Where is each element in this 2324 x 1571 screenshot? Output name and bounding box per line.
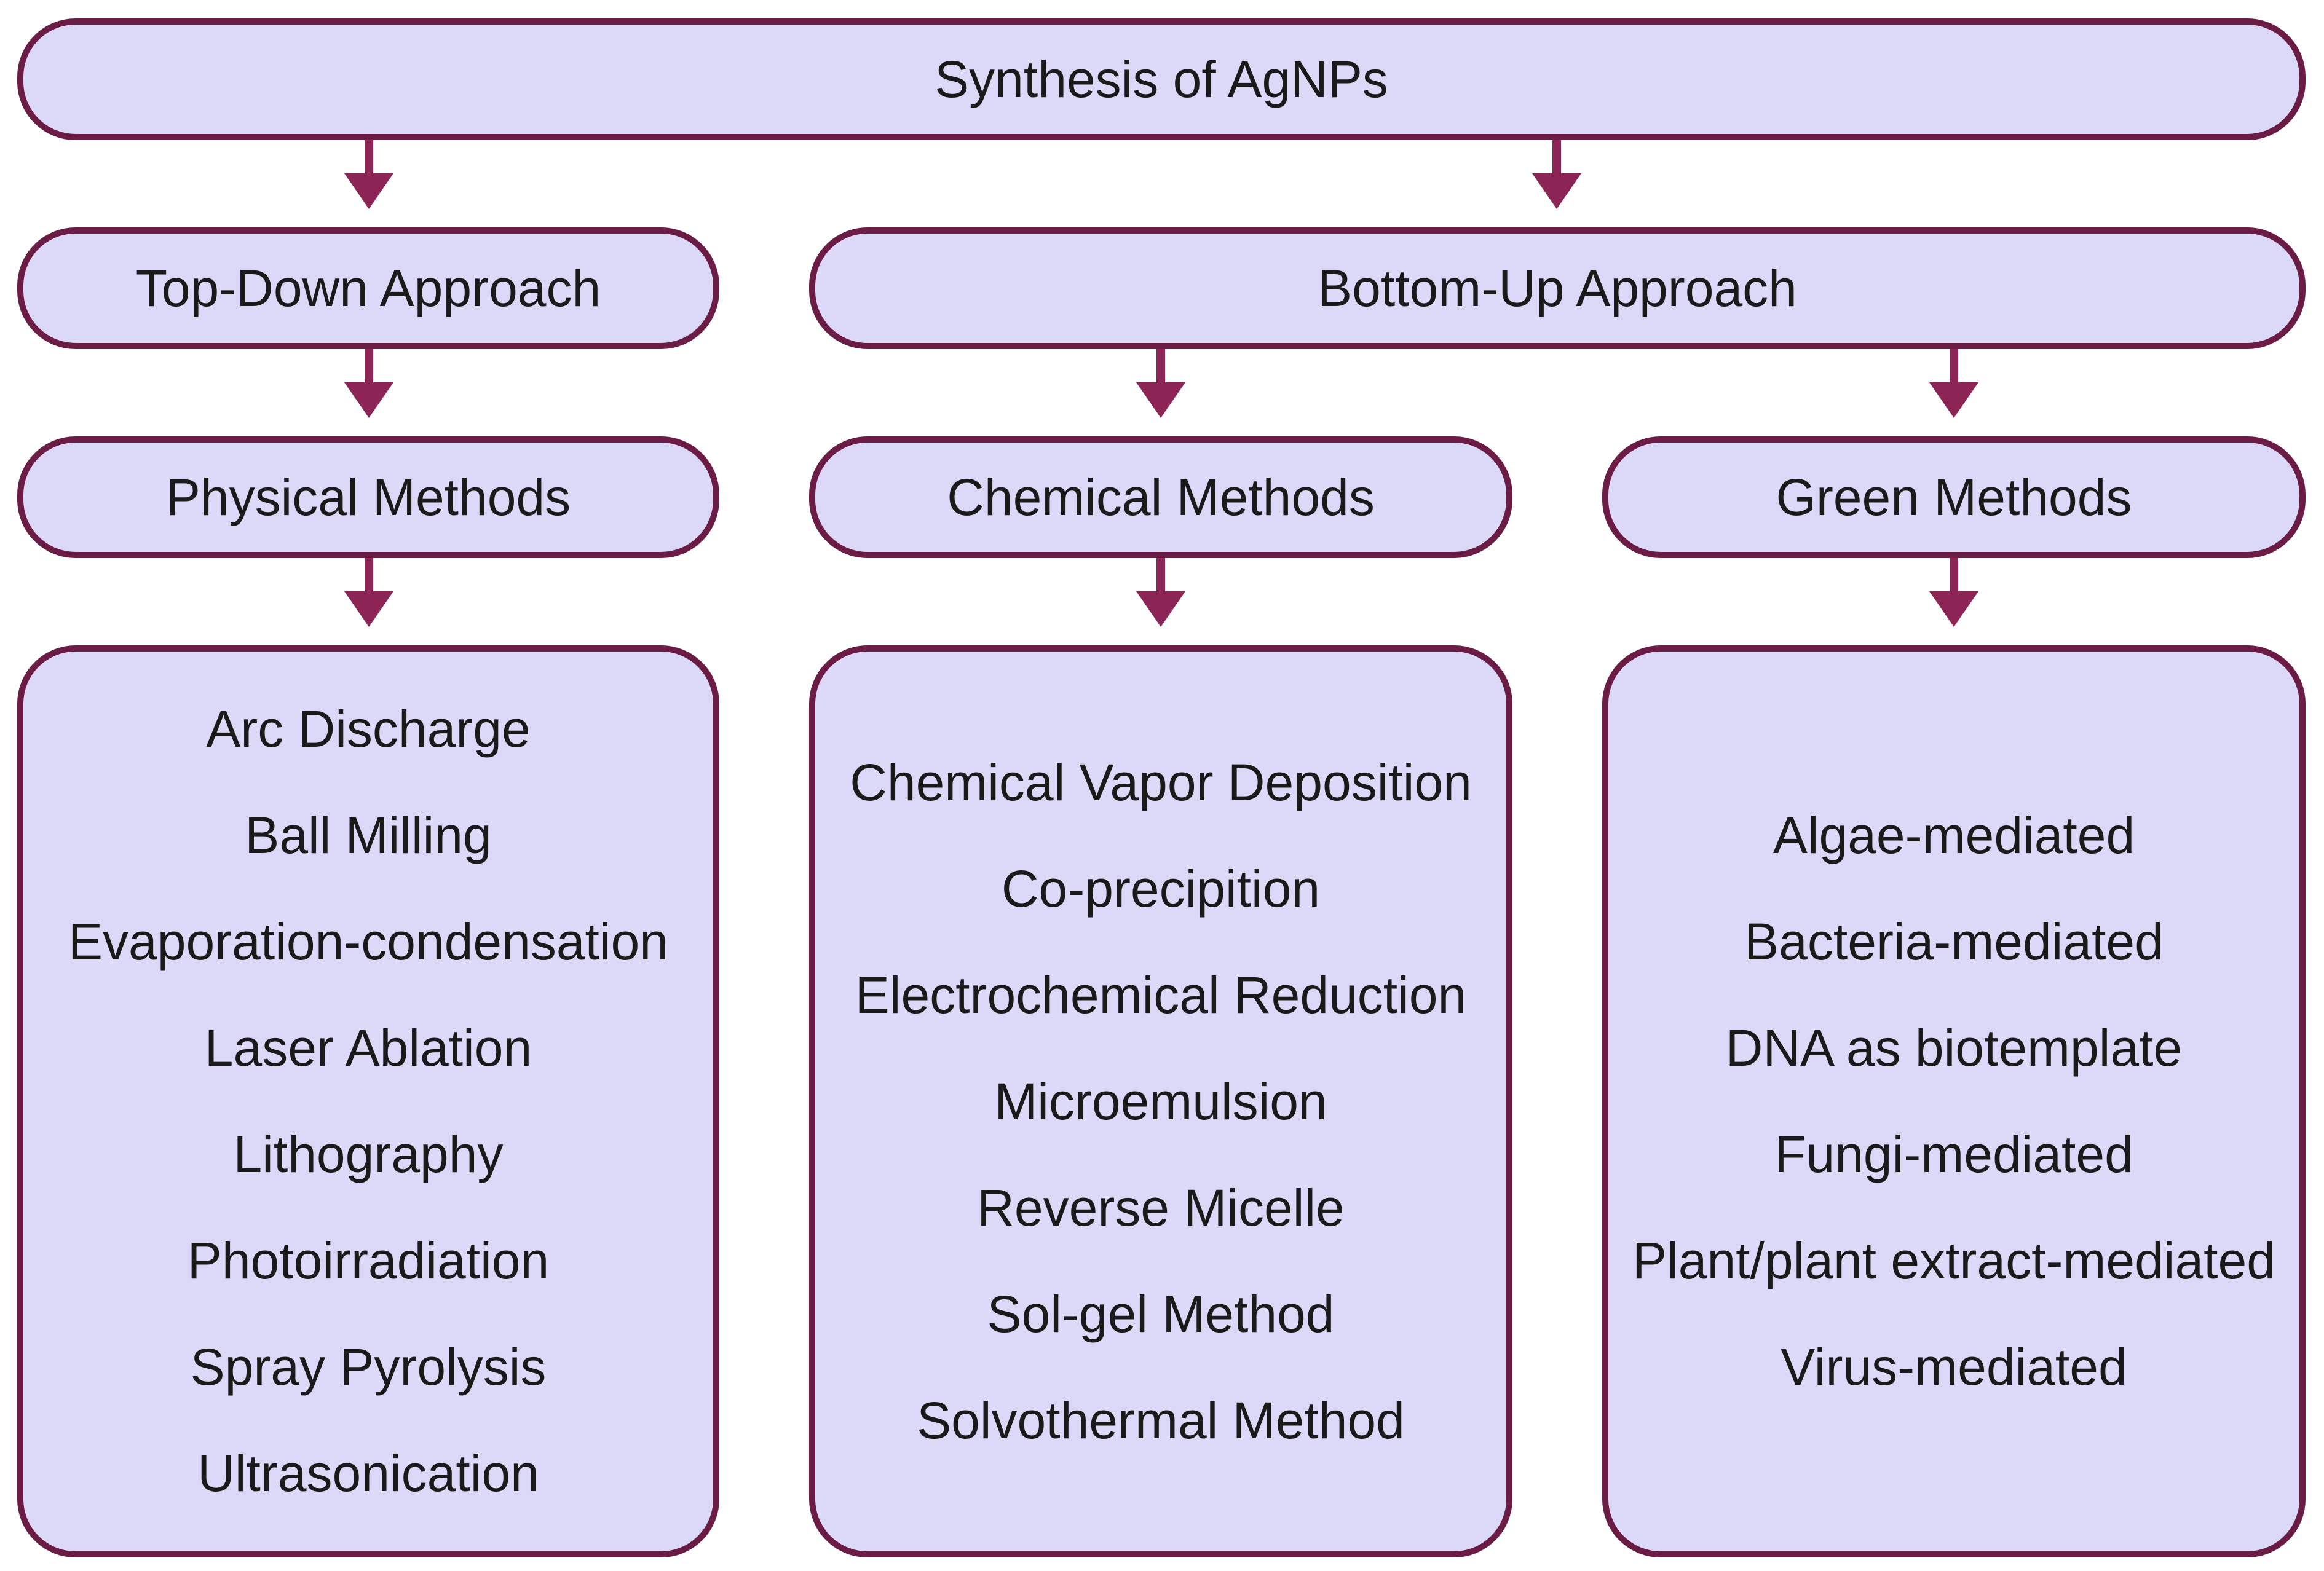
list-item: Co-precipition [1001, 859, 1321, 918]
top-down-approach-label: Top-Down Approach [135, 259, 601, 317]
list-item: Lithography [233, 1125, 504, 1183]
root-label: Synthesis of AgNPs [935, 50, 1388, 108]
green-methods-node: Green Methods [1602, 436, 2306, 558]
list-item: Fungi-mediated [1774, 1125, 2133, 1183]
chemical-methods-list-box: Chemical Vapor Deposition Co-precipition… [809, 645, 1512, 1557]
arrow-physical-to-list [344, 558, 393, 627]
list-item: Sol-gel Method [987, 1285, 1335, 1343]
list-item: Microemulsion [994, 1072, 1327, 1130]
root-node: Synthesis of AgNPs [17, 18, 2306, 140]
list-item: Bacteria-mediated [1744, 913, 2164, 971]
list-item: Virus-mediated [1781, 1338, 2127, 1396]
list-item: Photoirradiation [187, 1232, 550, 1289]
chemical-methods-list: Chemical Vapor Deposition Co-precipition… [850, 730, 1472, 1474]
bottom-up-approach-node: Bottom-Up Approach [809, 227, 2306, 349]
arrow-bottom-up-to-green [1929, 349, 1978, 418]
green-methods-list: Algae-mediated Bacteria-mediated DNA as … [1632, 782, 2275, 1420]
list-item: Electrochemical Reduction [855, 966, 1467, 1024]
arrow-bottom-up-to-chemical [1136, 349, 1185, 418]
list-item: Arc Discharge [206, 700, 531, 758]
top-down-approach-node: Top-Down Approach [17, 227, 719, 349]
chemical-methods-node: Chemical Methods [809, 436, 1512, 558]
list-item: DNA as biotemplate [1725, 1019, 2183, 1077]
physical-methods-list: Arc Discharge Ball Milling Evaporation-c… [68, 676, 668, 1527]
arrow-root-to-bottom-up [1532, 140, 1581, 209]
list-item: Reverse Micelle [977, 1178, 1345, 1237]
physical-methods-label: Physical Methods [165, 468, 571, 526]
green-methods-list-box: Algae-mediated Bacteria-mediated DNA as … [1602, 645, 2306, 1557]
arrow-top-down-to-physical [344, 349, 393, 418]
list-item: Laser Ablation [204, 1019, 532, 1077]
physical-methods-node: Physical Methods [17, 436, 719, 558]
green-methods-label: Green Methods [1776, 468, 2132, 526]
list-item: Evaporation-condensation [68, 913, 668, 971]
physical-methods-list-box: Arc Discharge Ball Milling Evaporation-c… [17, 645, 719, 1557]
list-item: Plant/plant extract-mediated [1632, 1232, 2275, 1289]
arrow-root-to-top-down [344, 140, 393, 209]
chemical-methods-label: Chemical Methods [947, 468, 1375, 526]
arrow-chemical-to-list [1136, 558, 1185, 627]
list-item: Solvothermal Method [917, 1391, 1405, 1449]
bottom-up-approach-label: Bottom-Up Approach [1318, 259, 1797, 317]
arrow-green-to-list [1929, 558, 1978, 627]
list-item: Ball Milling [245, 806, 492, 864]
list-item: Spray Pyrolysis [190, 1338, 547, 1396]
list-item: Algae-mediated [1773, 806, 2135, 864]
list-item: Chemical Vapor Deposition [850, 753, 1472, 811]
list-item: Ultrasonication [197, 1444, 539, 1502]
